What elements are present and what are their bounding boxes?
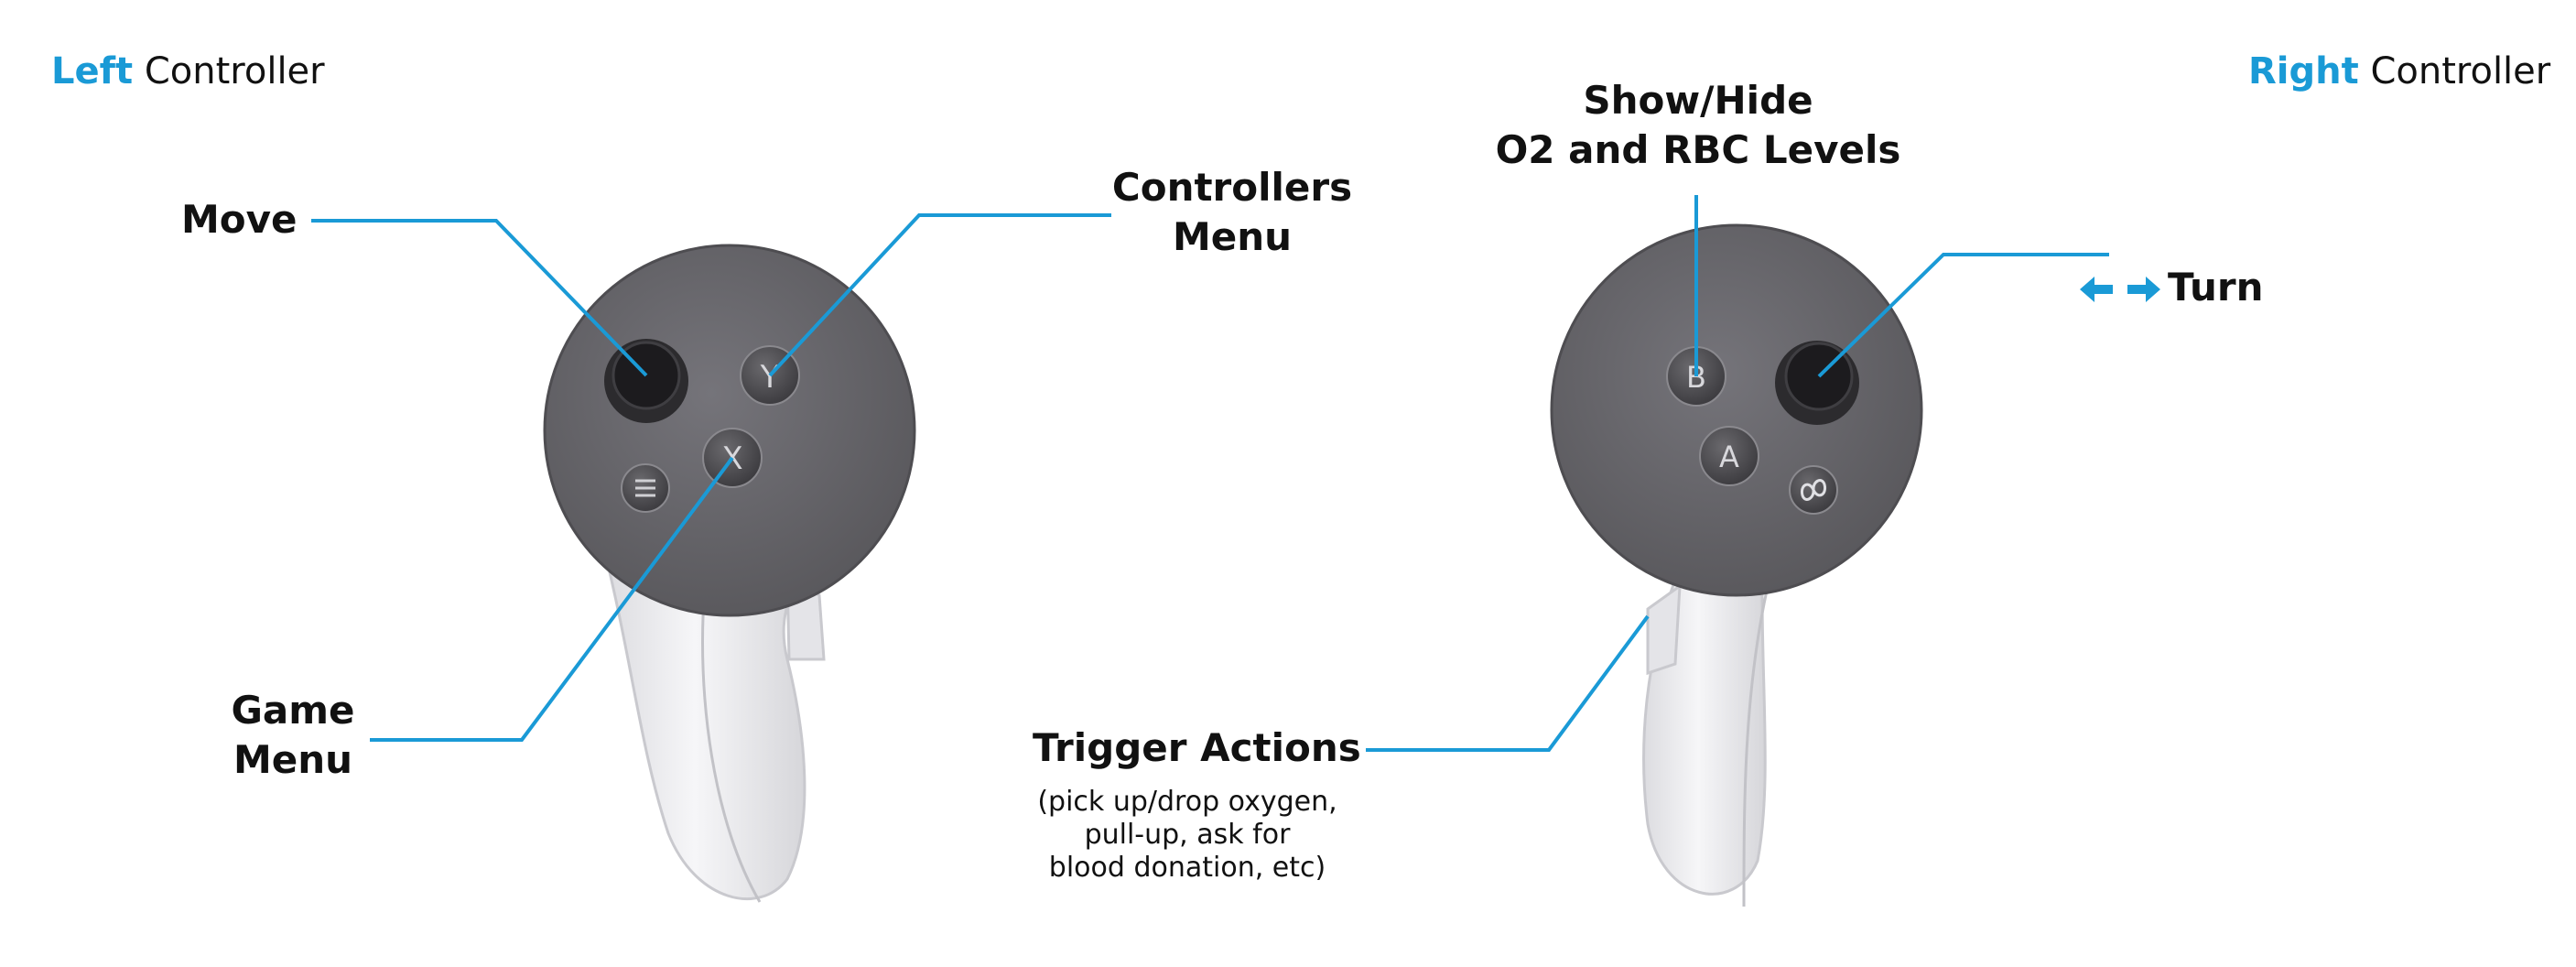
a-button-letter: A — [1719, 440, 1739, 474]
game-menu-line-2: Menu — [233, 737, 353, 782]
trigger-note-line-3: blood donation, etc) — [1048, 852, 1326, 884]
controllers-menu-leader-line — [768, 213, 1111, 377]
right-trigger — [1646, 582, 1682, 676]
move-label: Move — [181, 197, 298, 242]
controllers-menu-line-2: Menu — [1172, 214, 1293, 259]
meta-icon — [1800, 479, 1827, 501]
y-button-letter: Y — [760, 359, 780, 396]
right-heading-accent: Right — [2248, 50, 2359, 92]
trigger-note-line-2: pull-up, ask for — [1084, 819, 1291, 851]
right-controller: B A — [1550, 223, 1923, 907]
menu-icon — [635, 479, 655, 497]
right-controller-face — [1550, 223, 1923, 597]
game-menu-leader-line — [370, 456, 734, 742]
b-button-letter: B — [1686, 360, 1706, 395]
trigger-actions-note: (pick up/drop oxygen, pull-up, ask for b… — [1023, 786, 1352, 885]
controllers-menu-line-1: Controllers — [1111, 165, 1353, 210]
game-menu-label: Game Menu — [220, 686, 366, 785]
right-callout-lines — [1366, 195, 2109, 752]
a-button — [1699, 426, 1759, 486]
left-right-arrows-icon — [2080, 277, 2160, 302]
left-heading-accent: Left — [51, 50, 134, 92]
left-controller-handle-seam — [701, 585, 762, 903]
left-heading-rest: Controller — [133, 50, 325, 92]
move-leader-line — [311, 219, 648, 377]
show-hide-label: Show/Hide O2 and RBC Levels — [1492, 76, 1904, 175]
left-controller-handle — [602, 548, 808, 900]
controllers-menu-label: Controllers Menu — [1111, 163, 1353, 262]
right-controller-handle-seam — [1742, 590, 1769, 907]
trigger-note-line-1: (pick up/drop oxygen, — [1037, 786, 1337, 818]
left-controller-heading: Left Controller — [51, 50, 325, 92]
trigger-actions-leader-line — [1366, 614, 1650, 752]
turn-leader-line — [1817, 253, 2109, 378]
game-menu-line-1: Game — [231, 688, 355, 733]
turn-label: Turn — [2168, 265, 2264, 310]
right-heading-rest: Controller — [2358, 50, 2551, 92]
right-controller-heading: Right Controller — [2248, 50, 2550, 92]
trigger-actions-label: Trigger Actions — [1033, 725, 1361, 770]
left-callout-lines — [311, 213, 1111, 742]
left-controller: Y X — [543, 244, 916, 903]
show-hide-line-1: Show/Hide — [1583, 78, 1813, 123]
show-hide-line-2: O2 and RBC Levels — [1495, 127, 1901, 172]
